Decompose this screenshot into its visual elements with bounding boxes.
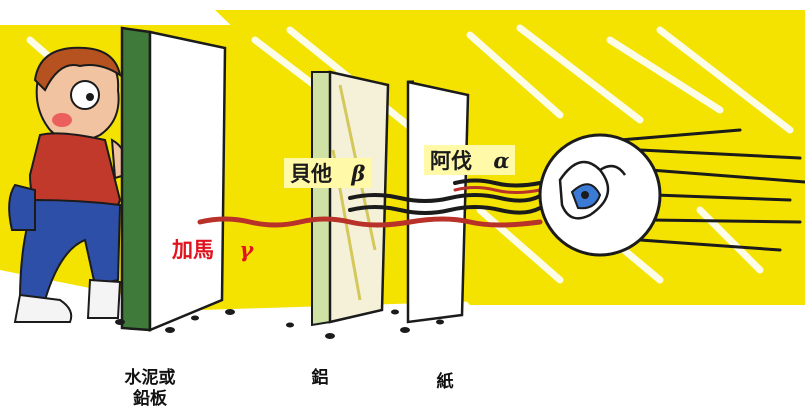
ground-debris bbox=[115, 309, 444, 339]
beta-name: 貝他 bbox=[290, 162, 332, 186]
concrete-caption-line1: 水泥或 bbox=[124, 368, 176, 388]
concrete-lead-caption: 水泥或 鉛板 bbox=[105, 368, 195, 410]
alpha-particle-ball bbox=[538, 128, 805, 257]
gamma-name: 加馬 bbox=[172, 238, 214, 262]
gamma-symbol: γ bbox=[239, 237, 254, 262]
gamma-label: 加馬 γ bbox=[172, 234, 253, 264]
aluminum-caption: 鋁 bbox=[311, 368, 329, 388]
beta-label: 貝他 β bbox=[284, 158, 372, 188]
radiation-rays bbox=[197, 178, 543, 228]
paper-caption: 紙 bbox=[436, 372, 454, 392]
alpha-name: 阿伐 bbox=[430, 149, 472, 173]
concrete-slab bbox=[120, 26, 227, 332]
frightened-person bbox=[8, 46, 128, 323]
alpha-symbol: α bbox=[493, 148, 510, 173]
alpha-label: 阿伐 α bbox=[424, 145, 516, 175]
concrete-caption-line2: 鉛板 bbox=[133, 389, 167, 409]
beta-symbol: β bbox=[351, 161, 366, 186]
